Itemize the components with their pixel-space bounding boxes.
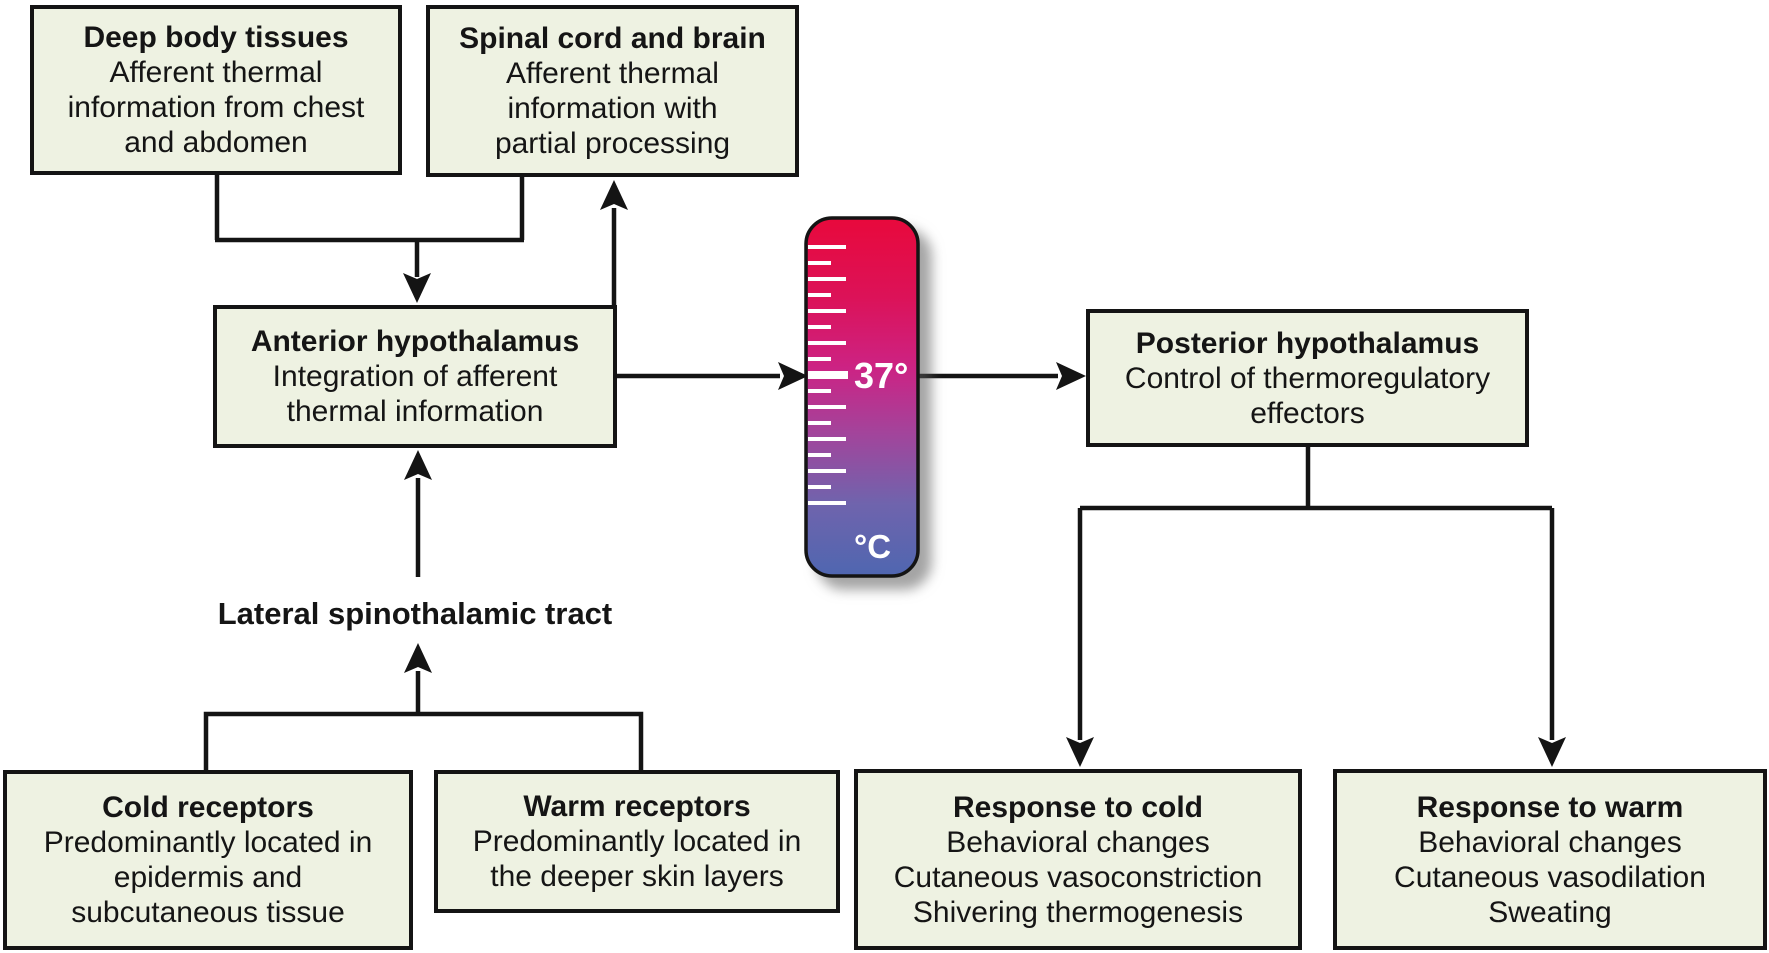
node-text-line: Predominantly located in <box>472 825 802 858</box>
node-anterior-hypothalamus: Anterior hypothalamus Integration of aff… <box>213 305 617 448</box>
arrowhead-into-response-cold <box>1066 737 1094 767</box>
thermometer-tick-marks <box>808 245 848 505</box>
node-text-line: thermal information <box>286 395 544 428</box>
arrowhead-into-posterior <box>1056 362 1086 390</box>
node-text-line: Shivering thermogenesis <box>912 895 1244 929</box>
thermometer: 37° °C <box>804 216 920 578</box>
node-title: Spinal cord and brain <box>459 22 766 55</box>
node-title: Response to warm <box>1416 790 1684 824</box>
node-posterior-hypothalamus: Posterior hypothalamus Control of thermo… <box>1086 309 1529 447</box>
node-text-line: Cutaneous vasoconstriction <box>893 860 1263 894</box>
connector-receptors-to-tract <box>203 671 644 770</box>
node-title: Anterior hypothalamus <box>250 325 580 358</box>
temperature-reading: 37° <box>854 355 908 396</box>
node-text-line: effectors <box>1250 396 1365 430</box>
node-text-line: Afferent thermal <box>109 56 323 89</box>
node-text-line: Cutaneous vasodilation <box>1394 860 1706 894</box>
node-response-to-cold: Response to cold Behavioral changes Cuta… <box>854 769 1302 950</box>
node-text-line: Predominantly located in <box>43 826 373 859</box>
node-title: Response to cold <box>952 790 1204 824</box>
node-deep-body-tissues: Deep body tissues Afferent thermal infor… <box>30 5 402 175</box>
connector-merge-afferent <box>214 172 525 277</box>
arrowhead-into-response-warm <box>1538 737 1566 767</box>
thermometer-body <box>804 216 920 578</box>
arrowheads <box>403 180 1566 767</box>
node-title: Warm receptors <box>523 790 751 823</box>
node-text-line: epidermis and <box>113 861 303 894</box>
connector-posterior-branch <box>1077 446 1555 740</box>
node-title: Posterior hypothalamus <box>1135 326 1480 360</box>
node-text-line: Sweating <box>1488 895 1612 929</box>
node-text-line: the deeper skin layers <box>490 860 784 893</box>
node-text-line: subcutaneous tissue <box>71 896 345 929</box>
lateral-spinothalamic-tract-label: Lateral spinothalamic tract <box>217 596 613 631</box>
node-text-line: Integration of afferent <box>272 360 558 393</box>
node-warm-receptors: Warm receptors Predominantly located in … <box>434 770 840 913</box>
arrowhead-into-anterior-bottom <box>404 450 432 480</box>
node-text-line: Control of thermoregulatory <box>1124 361 1491 395</box>
node-text-line: Afferent thermal <box>506 57 719 90</box>
node-text-line: and abdomen <box>124 126 308 159</box>
arrowhead-into-thermometer <box>778 362 808 390</box>
node-text-line: partial processing <box>494 127 731 160</box>
arrowhead-into-anterior-top <box>403 273 431 303</box>
node-text-line: information from chest <box>67 91 365 124</box>
temperature-unit: °C <box>854 528 891 565</box>
node-title: Cold receptors <box>102 791 314 824</box>
node-spinal-cord-brain: Spinal cord and brain Afferent thermal i… <box>426 5 799 177</box>
node-text-line: Behavioral changes <box>946 825 1210 859</box>
node-text-line: Behavioral changes <box>1418 825 1682 859</box>
node-response-to-warm: Response to warm Behavioral changes Cuta… <box>1333 769 1767 950</box>
node-cold-receptors: Cold receptors Predominantly located in … <box>3 770 413 950</box>
node-title: Deep body tissues <box>83 21 349 54</box>
node-text-line: information with <box>507 92 718 125</box>
arrowhead-into-spinal <box>600 180 628 210</box>
arrowhead-into-tract-label <box>404 643 432 673</box>
